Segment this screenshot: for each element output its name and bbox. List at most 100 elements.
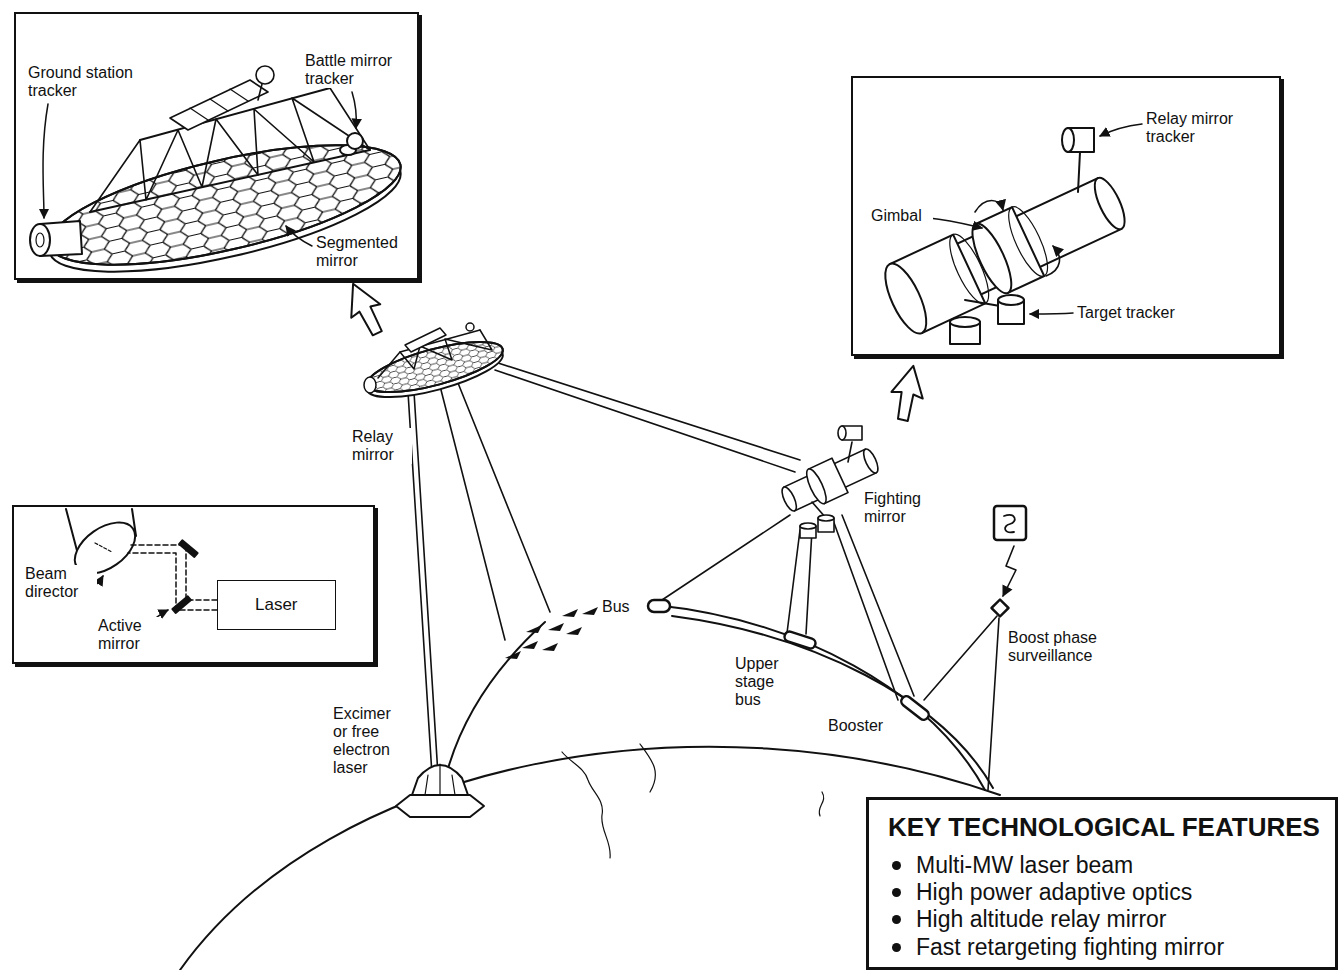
- laser-beam: [440, 386, 505, 640]
- feature-item: High power adaptive optics: [916, 879, 1192, 905]
- part-label: Gimbal: [871, 207, 933, 225]
- part-label: Target tracker: [1077, 304, 1201, 322]
- segmented-mirror-drawing: [30, 224, 50, 256]
- relay-mirror-satellite: [363, 323, 508, 408]
- surveillance-satellite: [992, 600, 1009, 617]
- feature-item: High altitude relay mirror: [916, 906, 1167, 932]
- warhead: [542, 643, 558, 651]
- callout-arrow: [339, 277, 929, 423]
- feature-box: KEY TECHNOLOGICAL FEATURESMulti-MW laser…: [866, 797, 1338, 970]
- inset-panel: Beam directorActive mirror Laser: [12, 505, 375, 664]
- segmented-mirror-drawing: [190, 89, 248, 120]
- warhead: [566, 627, 582, 635]
- feature-item: Fast retargeting fighting mirror: [916, 934, 1224, 960]
- part-label: Active mirror: [98, 617, 160, 653]
- bullet-dot: [892, 888, 901, 897]
- warhead: [526, 625, 542, 633]
- laser-beam: [988, 618, 999, 790]
- surveillance-satellite: [1003, 546, 1016, 596]
- part-label: Battle mirror tracker: [305, 52, 415, 88]
- segmented-mirror-drawing: [90, 150, 370, 212]
- segmented-mirror-drawing: [170, 80, 268, 130]
- part-label: Beam director: [25, 565, 97, 601]
- fighting-mirror-drawing: [1046, 246, 1059, 276]
- scene-label: Fighting mirror: [864, 490, 934, 526]
- beam-director-drawing: [128, 553, 217, 610]
- beam-director-drawing: [172, 596, 191, 613]
- relay-mirror-satellite: [405, 328, 446, 352]
- scene-label: Bus: [602, 598, 630, 616]
- laser-beam: [495, 362, 800, 460]
- trajectory-arc: [447, 605, 993, 790]
- surveillance-satellite: [1004, 515, 1015, 532]
- relay-mirror-satellite: [466, 323, 474, 331]
- scene-label: Relay mirror: [352, 428, 412, 464]
- laser-beam: [662, 515, 790, 600]
- feature-title: KEY TECHNOLOGICAL FEATURES: [888, 812, 1320, 842]
- part-label: Relay mirror tracker: [1146, 110, 1256, 146]
- laser-beam: [842, 515, 914, 696]
- laser-beam: [495, 370, 795, 472]
- fighting-mirror-drawing: [1062, 128, 1074, 152]
- fighting-mirror-drawing: [975, 201, 1003, 213]
- fighting-mirror-drawing: [929, 218, 982, 228]
- bullet-dot: [892, 861, 901, 870]
- part-label: Segmented mirror: [316, 234, 412, 270]
- laser-beam: [924, 616, 997, 700]
- segmented-mirror-drawing: [258, 84, 262, 100]
- fighting-mirror-drawing: [1078, 152, 1080, 192]
- trajectory-arc: [447, 622, 545, 772]
- part-label: Ground station tracker: [28, 64, 156, 100]
- ground-laser: [396, 795, 484, 817]
- fighting-mirror-satellite: [861, 447, 881, 475]
- target-vehicle: [648, 600, 931, 722]
- beam-director-drawing: [179, 540, 198, 557]
- scene-label: Upper stage bus: [735, 655, 793, 709]
- fighting-mirror-drawing: [1100, 124, 1142, 136]
- fighting-mirror-satellite: [800, 523, 816, 529]
- bullet-dot: [892, 915, 901, 924]
- warhead: [562, 609, 578, 617]
- fighting-mirror-drawing: [965, 300, 1000, 306]
- warhead: [548, 623, 564, 631]
- laser-beam: [458, 383, 550, 612]
- fighting-mirror-satellite: [803, 467, 830, 507]
- fighting-mirror-drawing: [950, 317, 980, 327]
- ground-laser: [425, 764, 455, 795]
- fighting-mirror-satellite: [784, 449, 877, 511]
- laser-box: Laser: [217, 580, 336, 630]
- earth-outline: [819, 792, 824, 816]
- fighting-mirror-drawing: [1030, 313, 1073, 314]
- callout-arrow: [339, 277, 391, 340]
- scene-label: Booster: [828, 717, 883, 735]
- warhead: [522, 641, 538, 649]
- target-vehicle: [648, 600, 670, 612]
- laser-beam: [806, 530, 812, 634]
- target-vehicle: [899, 694, 930, 722]
- fighting-mirror-satellite: [838, 426, 846, 440]
- warhead: [505, 607, 598, 659]
- segmented-mirror-drawing: [286, 226, 312, 246]
- scene-label: Excimer or free electron laser: [333, 705, 399, 777]
- part-label: Laser: [255, 595, 298, 615]
- inset-panel: Ground station tracker Battle mirror trac…: [14, 12, 419, 280]
- target-vehicle: [783, 630, 817, 649]
- warhead: [582, 607, 598, 615]
- callout-arrow: [886, 363, 929, 423]
- beam-director-drawing: [95, 543, 112, 552]
- inset-panel: Relay mirror trackerGimbalTarget tracker: [851, 76, 1281, 356]
- laser-beam: [408, 362, 999, 790]
- segmented-mirror-drawing: [347, 133, 363, 149]
- fighting-mirror-drawing: [1089, 174, 1131, 233]
- segmented-mirror-drawing: [256, 66, 274, 84]
- ground-laser: [412, 765, 468, 795]
- laser-beam: [833, 520, 898, 700]
- laser-beam: [787, 530, 800, 633]
- fighting-mirror-satellite: [848, 442, 852, 462]
- laser-beam: [414, 392, 438, 775]
- ground-laser: [396, 764, 484, 817]
- trajectory-arc: [672, 616, 993, 788]
- fighting-mirror-satellite: [779, 485, 799, 513]
- relay-mirror-satellite: [364, 377, 376, 393]
